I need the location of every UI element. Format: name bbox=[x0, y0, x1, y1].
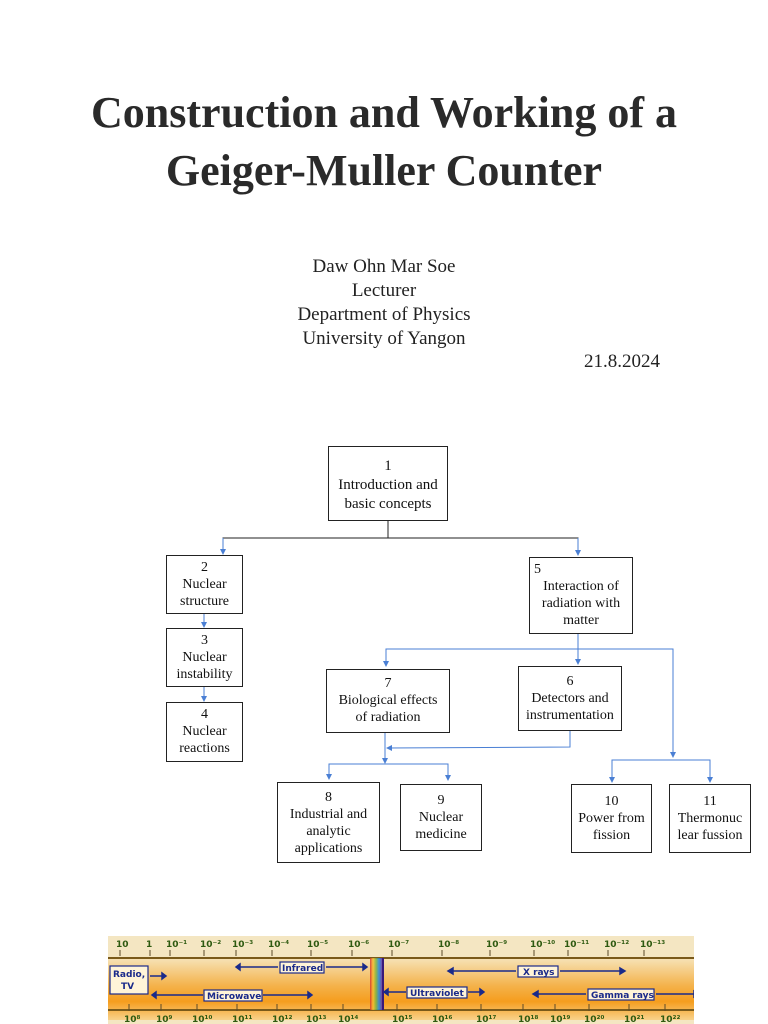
spectrum-top-label: 10⁻³ bbox=[232, 940, 253, 950]
band-label-gamma: Gamma rays bbox=[591, 991, 654, 1001]
band-label-infrared: Infrared bbox=[282, 964, 323, 974]
box-label: Power from bbox=[578, 811, 645, 826]
box-label: Introduction and bbox=[338, 477, 438, 493]
spectrum-bottom-label: 10⁹ bbox=[156, 1015, 173, 1024]
flowchart-box-9: 9 Nuclear medicine bbox=[400, 784, 482, 851]
spectrum-bottom-label: 10⁸ bbox=[124, 1015, 141, 1024]
author-position: Lecturer bbox=[351, 280, 417, 301]
flowchart-connectors bbox=[201, 520, 713, 783]
band-label-ultraviolet: Ultraviolet bbox=[410, 989, 465, 999]
box-label: Interaction of bbox=[543, 579, 619, 594]
box-number: 11 bbox=[703, 794, 717, 809]
presentation-date: 21.8.2024 bbox=[584, 351, 660, 372]
flowchart-box-7: 7 Biological effects of radiation bbox=[326, 669, 450, 733]
box-number: 6 bbox=[566, 674, 574, 689]
electromagnetic-spectrum-image: 10 1 10⁻¹ 10⁻² 10⁻³ 10⁻⁴ 10⁻⁵ 10⁻⁶ 10⁻⁷ 10⁻⁸ 10⁻⁹ 1… bbox=[108, 936, 694, 1024]
box-number: 3 bbox=[201, 633, 208, 648]
spectrum-top-label: 1 bbox=[146, 940, 152, 950]
flowchart-box-3: 3 Nuclear instability bbox=[166, 628, 243, 687]
box-label: Nuclear bbox=[182, 577, 227, 592]
author-block: Daw Ohn Mar Soe Lecturer Department of P… bbox=[0, 255, 768, 351]
box-label: radiation with bbox=[541, 596, 621, 611]
spectrum-graphic: 10 1 10⁻¹ 10⁻² 10⁻³ 10⁻⁴ 10⁻⁵ 10⁻⁶ 10⁻⁷ 10⁻⁸ 10⁻⁹ 1… bbox=[108, 936, 694, 1024]
box-number: 1 bbox=[384, 458, 392, 474]
spectrum-top-label: 10⁻¹² bbox=[604, 940, 629, 950]
spectrum-top-label: 10⁻¹³ bbox=[640, 940, 665, 950]
band-label-radio-1: Radio, bbox=[113, 970, 145, 980]
box-label: applications bbox=[294, 841, 363, 856]
spectrum-bottom-label: 10¹⁵ bbox=[392, 1015, 412, 1024]
box-label: fission bbox=[592, 828, 631, 843]
spectrum-bottom-label: 10¹⁸ bbox=[518, 1015, 538, 1024]
flowchart-box-11: 11 Thermonuc lear fussion bbox=[669, 784, 751, 853]
box-label: structure bbox=[180, 594, 229, 609]
box-number: 9 bbox=[437, 793, 445, 808]
spectrum-bottom-label: 10²¹ bbox=[624, 1015, 644, 1024]
flowchart-box-8: 8 Industrial and analytic applications bbox=[277, 782, 380, 863]
flowchart-box-6: 6 Detectors and instrumentation bbox=[518, 666, 622, 731]
author-university: University of Yangon bbox=[302, 328, 466, 349]
box-label: Biological effects bbox=[338, 693, 438, 708]
box-number: 5 bbox=[534, 562, 541, 577]
band-label-xrays: X rays bbox=[523, 968, 555, 978]
box-number: 7 bbox=[384, 676, 392, 691]
spectrum-bottom-label: 10¹⁶ bbox=[432, 1015, 452, 1024]
author-department: Department of Physics bbox=[297, 304, 471, 325]
box-label: of radiation bbox=[355, 710, 421, 725]
box-number: 10 bbox=[604, 794, 619, 809]
flowchart-box-10: 10 Power from fission bbox=[571, 784, 652, 853]
box-label: analytic bbox=[306, 824, 351, 839]
spectrum-bottom-label: 10¹⁷ bbox=[476, 1015, 496, 1024]
flowchart-box-5: 5 Interaction of radiation with matter bbox=[529, 557, 633, 634]
spectrum-bottom-label: 10¹⁹ bbox=[550, 1015, 570, 1024]
box-label: instrumentation bbox=[526, 708, 614, 723]
spectrum-bottom-label: 10²⁰ bbox=[584, 1015, 604, 1024]
spectrum-bottom-label: 10²² bbox=[660, 1015, 680, 1024]
spectrum-bottom-label: 10¹⁰ bbox=[192, 1015, 212, 1024]
spectrum-bottom-label: 10¹² bbox=[272, 1015, 292, 1024]
box-label: instability bbox=[176, 667, 233, 682]
flowchart-box-1: 1 Introduction and basic concepts bbox=[328, 446, 448, 521]
box-number: 4 bbox=[201, 707, 208, 722]
box-label: Thermonuc bbox=[677, 811, 743, 826]
box-label: medicine bbox=[415, 827, 467, 842]
title-line-1: Construction and Working of a bbox=[91, 88, 677, 137]
box-number: 2 bbox=[201, 560, 208, 575]
author-name: Daw Ohn Mar Soe bbox=[312, 256, 456, 277]
box-label: lear fussion bbox=[677, 828, 743, 843]
band-label-radio-2: TV bbox=[121, 982, 134, 992]
spectrum-bottom-label: 10¹¹ bbox=[232, 1015, 252, 1024]
spectrum-top-label: 10⁻¹ bbox=[166, 940, 187, 950]
flowchart-box-2: 2 Nuclear structure bbox=[166, 555, 243, 614]
spectrum-bottom-label: 10¹⁴ bbox=[338, 1015, 358, 1024]
spectrum-top-label: 10⁻² bbox=[200, 940, 221, 950]
spectrum-top-label: 10⁻¹⁰ bbox=[530, 940, 555, 950]
box-label: Nuclear bbox=[182, 724, 227, 739]
spectrum-top-label: 10⁻¹¹ bbox=[564, 940, 589, 950]
spectrum-top-label: 10⁻⁶ bbox=[348, 940, 369, 950]
spectrum-top-label: 10⁻⁵ bbox=[307, 940, 328, 950]
box-label: Nuclear bbox=[418, 810, 464, 825]
box-label: Detectors and bbox=[531, 691, 609, 706]
box-label: reactions bbox=[179, 741, 230, 756]
spectrum-top-label: 10⁻⁸ bbox=[438, 940, 459, 950]
spectrum-bottom-label: 10¹³ bbox=[306, 1015, 326, 1024]
band-label-microwave: Microwave bbox=[207, 992, 261, 1002]
box-number: 8 bbox=[325, 790, 332, 805]
title-line-2: Geiger-Muller Counter bbox=[165, 146, 603, 195]
flowchart-box-4: 4 Nuclear reactions bbox=[166, 702, 243, 762]
box-label: Industrial and bbox=[289, 807, 368, 822]
box-label: basic concepts bbox=[344, 496, 432, 512]
spectrum-top-label: 10⁻⁹ bbox=[486, 940, 507, 950]
spectrum-top-label: 10⁻⁴ bbox=[268, 940, 289, 950]
box-label: matter bbox=[563, 613, 599, 628]
page-title: Construction and Working of a Geiger-Mul… bbox=[0, 84, 768, 200]
spectrum-top-label: 10⁻⁷ bbox=[388, 940, 409, 950]
box-label: Nuclear bbox=[182, 650, 227, 665]
spectrum-top-label: 10 bbox=[116, 940, 129, 950]
